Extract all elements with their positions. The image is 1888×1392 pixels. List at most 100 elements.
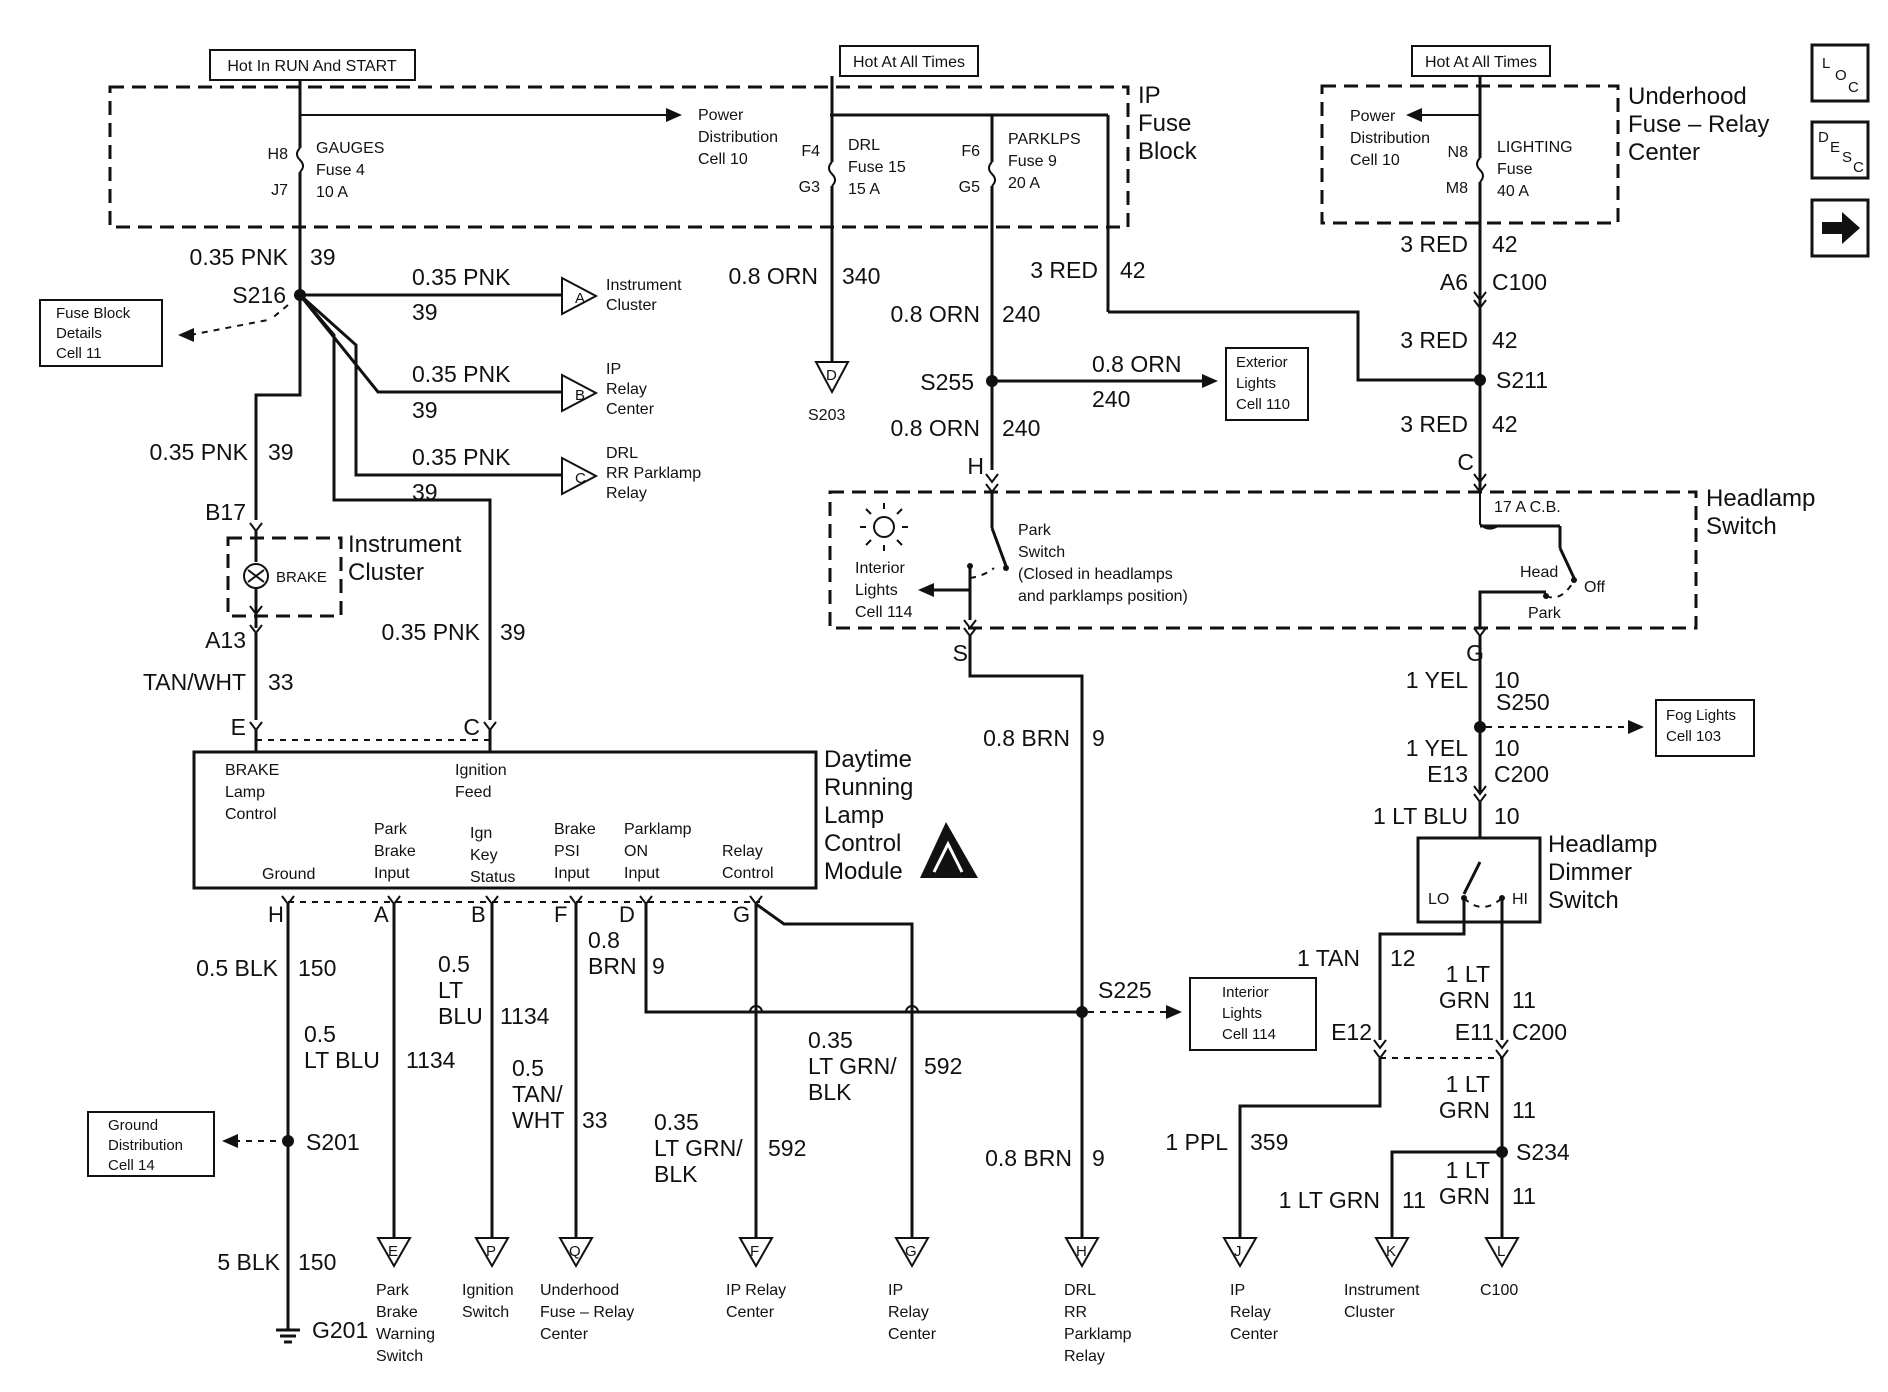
- ground-dist-ref[interactable]: Ground Distribution Cell 14: [87, 1111, 215, 1177]
- dimmer-lo: LO: [1428, 891, 1449, 908]
- offpage-p-letter: P: [486, 1243, 496, 1260]
- offpage-d-label-1: S203: [808, 407, 845, 424]
- interior-lights-ref[interactable]: Interior Lights Cell 114: [1189, 977, 1317, 1051]
- wire-ltblu-1134a-circuit: 1134: [406, 1047, 456, 1073]
- wire-tan-12-circuit: 12: [1390, 945, 1416, 971]
- wire-tanwht-33b-g1: 0.5: [512, 1055, 544, 1081]
- il-1: Interior: [1222, 984, 1269, 1001]
- drl-ign-key-1: Ign: [470, 825, 492, 842]
- parklps-pin-out: G5: [959, 179, 980, 196]
- h-top-label: H: [967, 453, 984, 479]
- underhood-outline: [1320, 84, 1620, 225]
- el-3: Cell 110: [1236, 396, 1290, 413]
- offpage-p[interactable]: P Ignition Switch: [462, 1237, 514, 1321]
- offpage-l[interactable]: L C100: [1480, 1237, 1520, 1299]
- offpage-b[interactable]: B IP Relay Center: [561, 361, 655, 418]
- wire-ltgrn-11a-g1: 1 LT: [1446, 961, 1490, 987]
- ip-power-dist-1: Power: [698, 107, 744, 124]
- underhood-title-3: Center: [1628, 139, 1700, 166]
- underhood-title-2: Fuse – Relay: [1628, 111, 1769, 138]
- header-run-start: Hot In RUN And START: [209, 49, 416, 81]
- wire-ltgrn-11d-gauge: 1 LT GRN: [1279, 1187, 1380, 1213]
- offpage-a[interactable]: A Instrument Cluster: [561, 276, 682, 316]
- gd-2: Distribution: [108, 1137, 183, 1154]
- offpage-j-label-1: IP: [1230, 1282, 1245, 1299]
- fuse-block-details-ref[interactable]: Fuse Block Details Cell 11: [39, 299, 163, 367]
- offpage-q-label-1: Underhood: [540, 1282, 619, 1299]
- offpage-h-letter: H: [1076, 1243, 1087, 1260]
- wire-grnblk-592b-circuit: 592: [924, 1053, 962, 1079]
- drl-title-3: Lamp: [824, 802, 884, 829]
- loc-button[interactable]: L O C: [1810, 43, 1870, 103]
- drl-title-1: Daytime: [824, 746, 912, 773]
- s250-dot: [1474, 721, 1486, 733]
- hls-interior-1: Interior: [855, 560, 905, 577]
- offpage-g[interactable]: G IP Relay Center: [888, 1237, 937, 1343]
- offpage-d[interactable]: D S203: [808, 361, 850, 424]
- gauges-fuse-label-3: 10 A: [316, 184, 348, 201]
- wire-red-42c-circuit: 42: [1492, 327, 1518, 353]
- drl-title-5: Module: [824, 858, 903, 885]
- wire-brn-d-g2: BRN: [588, 953, 637, 979]
- offpage-f[interactable]: F IP Relay Center: [726, 1237, 786, 1321]
- fog-lights-ref[interactable]: Fog Lights Cell 103: [1655, 699, 1755, 757]
- offpage-k-letter: K: [1386, 1243, 1396, 1260]
- ip-fuse-block-outline: [108, 85, 1130, 229]
- il-2: Lights: [1222, 1005, 1262, 1022]
- drl-park-brake-3: Input: [374, 865, 410, 882]
- lighting-fuse-label-2: Fuse: [1497, 161, 1533, 178]
- offpage-j-label-3: Center: [1230, 1326, 1279, 1343]
- offpage-g-letter: G: [905, 1243, 917, 1260]
- drl-parklamp-1: Parklamp: [624, 821, 692, 838]
- exterior-lights-ref[interactable]: Exterior Lights Cell 110: [1225, 347, 1309, 421]
- wire-pnk-right-gauge: 0.35 PNK: [382, 619, 481, 645]
- wire-grnblk-592a-circuit: 592: [768, 1135, 806, 1161]
- wire-orn-240b-circuit: 240: [1092, 386, 1130, 412]
- wire-ltgrn-11c-g1: 1 LT: [1446, 1157, 1490, 1183]
- lighting-fuse-label-3: 40 A: [1497, 183, 1529, 200]
- drl-fuse-label-1: DRL: [848, 137, 880, 154]
- wire-ltgrn-11b-g1: 1 LT: [1446, 1071, 1490, 1097]
- fl-2: Cell 103: [1666, 728, 1721, 745]
- gauges-fuse-label-1: GAUGES: [316, 140, 384, 157]
- offpage-p-label-2: Switch: [462, 1304, 509, 1321]
- desc-e: E: [1830, 139, 1840, 156]
- next-arrow-button[interactable]: [1810, 198, 1870, 258]
- gauges-fuse-symbol: [296, 147, 304, 173]
- offpage-h[interactable]: H DRL RR Parklamp Relay: [1064, 1237, 1132, 1365]
- lighting-pin-in: N8: [1448, 144, 1469, 161]
- offpage-f-letter: F: [750, 1243, 759, 1260]
- offpage-e[interactable]: E Park Brake Warning Switch: [376, 1237, 435, 1365]
- dimmer-title-3: Switch: [1548, 887, 1619, 914]
- wire-ltblu-1134a-g2: LT BLU: [304, 1047, 380, 1073]
- offpage-q[interactable]: Q Underhood Fuse – Relay Center: [540, 1237, 634, 1343]
- drl-brake-psi-2: PSI: [554, 843, 580, 860]
- dimmer-title-1: Headlamp: [1548, 831, 1657, 858]
- wire-orn-240b-gauge: 0.8 ORN: [1092, 351, 1181, 377]
- b17-label: B17: [205, 499, 246, 525]
- wire-brn-9b-gauge: 0.8 BRN: [985, 1145, 1072, 1171]
- e-pin-label: E: [231, 714, 246, 740]
- fl-1: Fog Lights: [1666, 707, 1736, 724]
- desc-button[interactable]: D E S C: [1810, 120, 1870, 180]
- uh-power-dist-1: Power: [1350, 108, 1396, 125]
- esd-warning-icon: [920, 822, 978, 878]
- s201-dot: [282, 1135, 294, 1147]
- offpage-k[interactable]: K Instrument Cluster: [1344, 1237, 1420, 1321]
- light-bulb-icon: [860, 503, 908, 551]
- offpage-b-label-2: Relay: [606, 381, 647, 398]
- offpage-e-label-3: Warning: [376, 1326, 435, 1343]
- desc-c: C: [1853, 159, 1864, 176]
- wire-pnk-a-circuit: 39: [412, 299, 438, 325]
- header-hot-all-1: Hot At All Times: [839, 45, 979, 77]
- wire-red-42a-circuit: 42: [1120, 257, 1146, 283]
- uh-power-dist-2: Distribution: [1350, 130, 1430, 147]
- offpage-c[interactable]: C DRL RR Parklamp Relay: [561, 445, 701, 502]
- g201-label: G201: [312, 1317, 368, 1343]
- offpage-j[interactable]: J IP Relay Center: [1222, 1237, 1279, 1343]
- ip-power-dist-3: Cell 10: [698, 151, 748, 168]
- wire-ltgrn-11b-circuit: 11: [1512, 1097, 1536, 1123]
- wire-ltblu-1134a-g1: 0.5: [304, 1021, 336, 1047]
- drl-fuse-label-2: Fuse 15: [848, 159, 906, 176]
- wire-pnk-b-gauge: 0.35 PNK: [412, 361, 511, 387]
